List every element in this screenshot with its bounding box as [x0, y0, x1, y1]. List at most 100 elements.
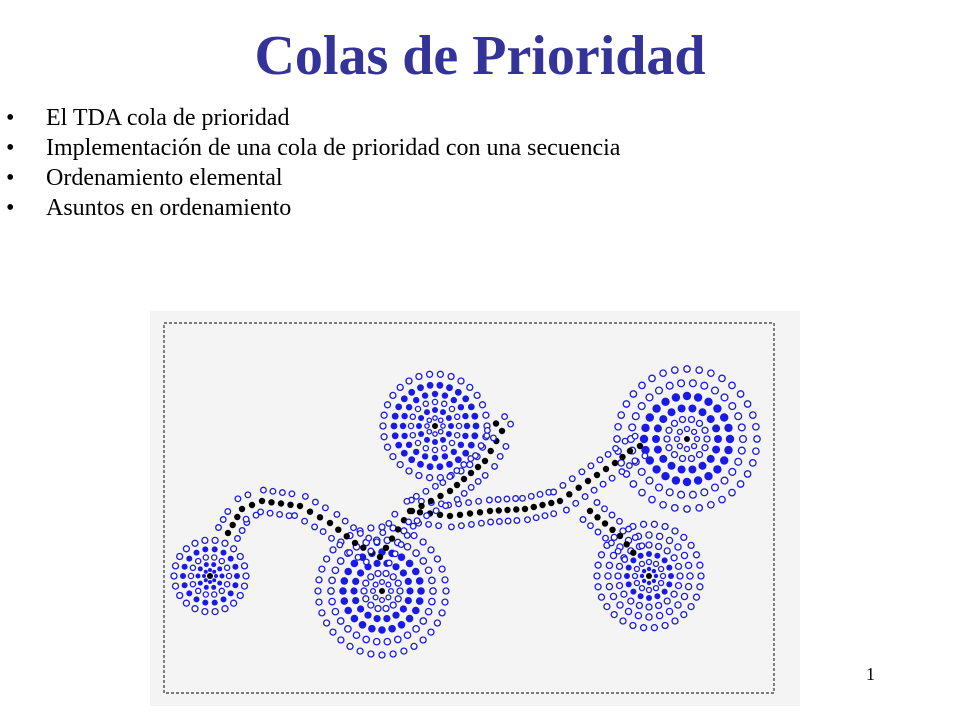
rosette-dot: [171, 582, 180, 590]
trail-edge-dot: [541, 512, 549, 520]
rosette-dot: [677, 490, 686, 499]
trail-edge-dot: [412, 492, 420, 500]
rosette-dot: [331, 607, 340, 616]
rosette-dot: [425, 370, 434, 378]
rosette-dot: [614, 572, 622, 580]
rosette-dot: [641, 445, 650, 455]
rosette-dot: [421, 453, 429, 460]
rosette-dot: [357, 605, 365, 613]
trail-edge-dot: [341, 517, 349, 525]
rosette-dot: [615, 581, 624, 590]
rosette-dot: [609, 592, 618, 601]
rosette-dot: [314, 587, 322, 595]
trail-edge-dot: [276, 510, 284, 518]
rosette-dot: [344, 606, 352, 615]
rosette-dot: [431, 454, 439, 462]
trail-edge-dot: [301, 517, 309, 525]
page-number: 1: [866, 664, 875, 684]
rosette-dot: [677, 379, 686, 388]
rosette-dot: [446, 460, 453, 468]
trail-edge-dot: [572, 499, 580, 507]
trail-dot: [487, 447, 494, 455]
rosette-center-dot: [379, 588, 385, 594]
rosette-dot: [350, 587, 358, 595]
trail-dot: [521, 505, 529, 513]
rosette-dot: [362, 635, 371, 644]
trail-edge-dot: [593, 499, 601, 506]
trail-dot: [277, 500, 285, 507]
rosette-dot: [405, 614, 414, 623]
rosette-dot: [372, 594, 379, 601]
rosette-dot: [191, 539, 199, 547]
rosette-dot: [369, 587, 377, 595]
trail-edge-dot: [524, 516, 531, 524]
rosette-dot: [440, 423, 446, 429]
rosette-dot: [661, 522, 669, 531]
rosette-dot: [720, 413, 729, 422]
trail-edge-dot: [453, 495, 461, 503]
trail-dot: [481, 457, 489, 465]
trail-edge-dot: [491, 462, 499, 470]
rosette-dot: [227, 555, 234, 562]
rosette-dot: [211, 536, 219, 545]
trail-edge-dot: [465, 499, 473, 507]
rosette-dot: [409, 431, 417, 439]
rosette-dot: [677, 465, 686, 474]
rosette-dot: [221, 605, 229, 613]
rosette-dot: [176, 591, 184, 600]
rosette-dot: [646, 551, 652, 557]
rosette-dot: [687, 602, 695, 611]
rosette-dot: [328, 597, 336, 606]
rosette-dot: [211, 584, 217, 590]
rosette-dot: [641, 423, 650, 433]
rosette-dot: [385, 594, 392, 601]
rosette-dot: [652, 404, 661, 413]
rosette-dot: [229, 545, 238, 553]
rosette-dot: [193, 596, 200, 603]
trail-edge-dot: [259, 486, 267, 494]
trail-dot: [601, 520, 609, 527]
rosette-dot: [419, 538, 427, 546]
rosette-dot: [710, 386, 720, 395]
trail-dot: [394, 526, 402, 533]
rosette-dot: [645, 413, 654, 422]
rosette-dot: [701, 444, 709, 452]
rosette-dot: [380, 433, 388, 441]
trail-dot: [602, 465, 610, 473]
rosette-dot: [639, 520, 648, 528]
rosette-dot: [400, 395, 408, 403]
rosette-dot: [734, 412, 743, 421]
rosette-dot: [214, 574, 218, 578]
rosette-dot: [171, 562, 180, 570]
rosette-dot: [362, 579, 370, 587]
rosette-dot: [665, 381, 674, 390]
rosette-dot: [412, 567, 420, 576]
trail-edge-dot: [409, 522, 417, 530]
rosette-dot: [619, 617, 627, 625]
rosette-dot: [630, 588, 637, 595]
rosette-dot: [594, 561, 602, 569]
trail-dot: [466, 510, 474, 517]
bullet-marker: •: [6, 105, 15, 131]
trail-dot: [630, 549, 637, 556]
rosette-dot: [378, 651, 386, 659]
rosette-dot: [680, 610, 688, 619]
trail-edge-dot: [602, 534, 609, 542]
rosette-dot: [407, 422, 415, 430]
trail-edge-dot: [252, 511, 260, 519]
rosette-dot: [182, 545, 191, 553]
trail-edge-dot: [594, 528, 602, 536]
rosette-dot: [645, 541, 653, 549]
rosette-dot: [671, 617, 679, 625]
rosette-dot: [432, 407, 438, 413]
rosette-dot: [441, 453, 449, 460]
rosette-dot: [416, 423, 422, 429]
rosette-dot: [417, 587, 425, 595]
trail-edge-dot: [257, 508, 265, 516]
trail-edge-dot: [219, 516, 227, 523]
trail-edge-dot: [301, 492, 309, 500]
trail-edge-dot: [568, 475, 576, 483]
rosette-dot: [220, 596, 227, 603]
bullet-item: • Ordenamiento elemental: [0, 163, 736, 193]
trail-edge-dot: [601, 505, 608, 513]
